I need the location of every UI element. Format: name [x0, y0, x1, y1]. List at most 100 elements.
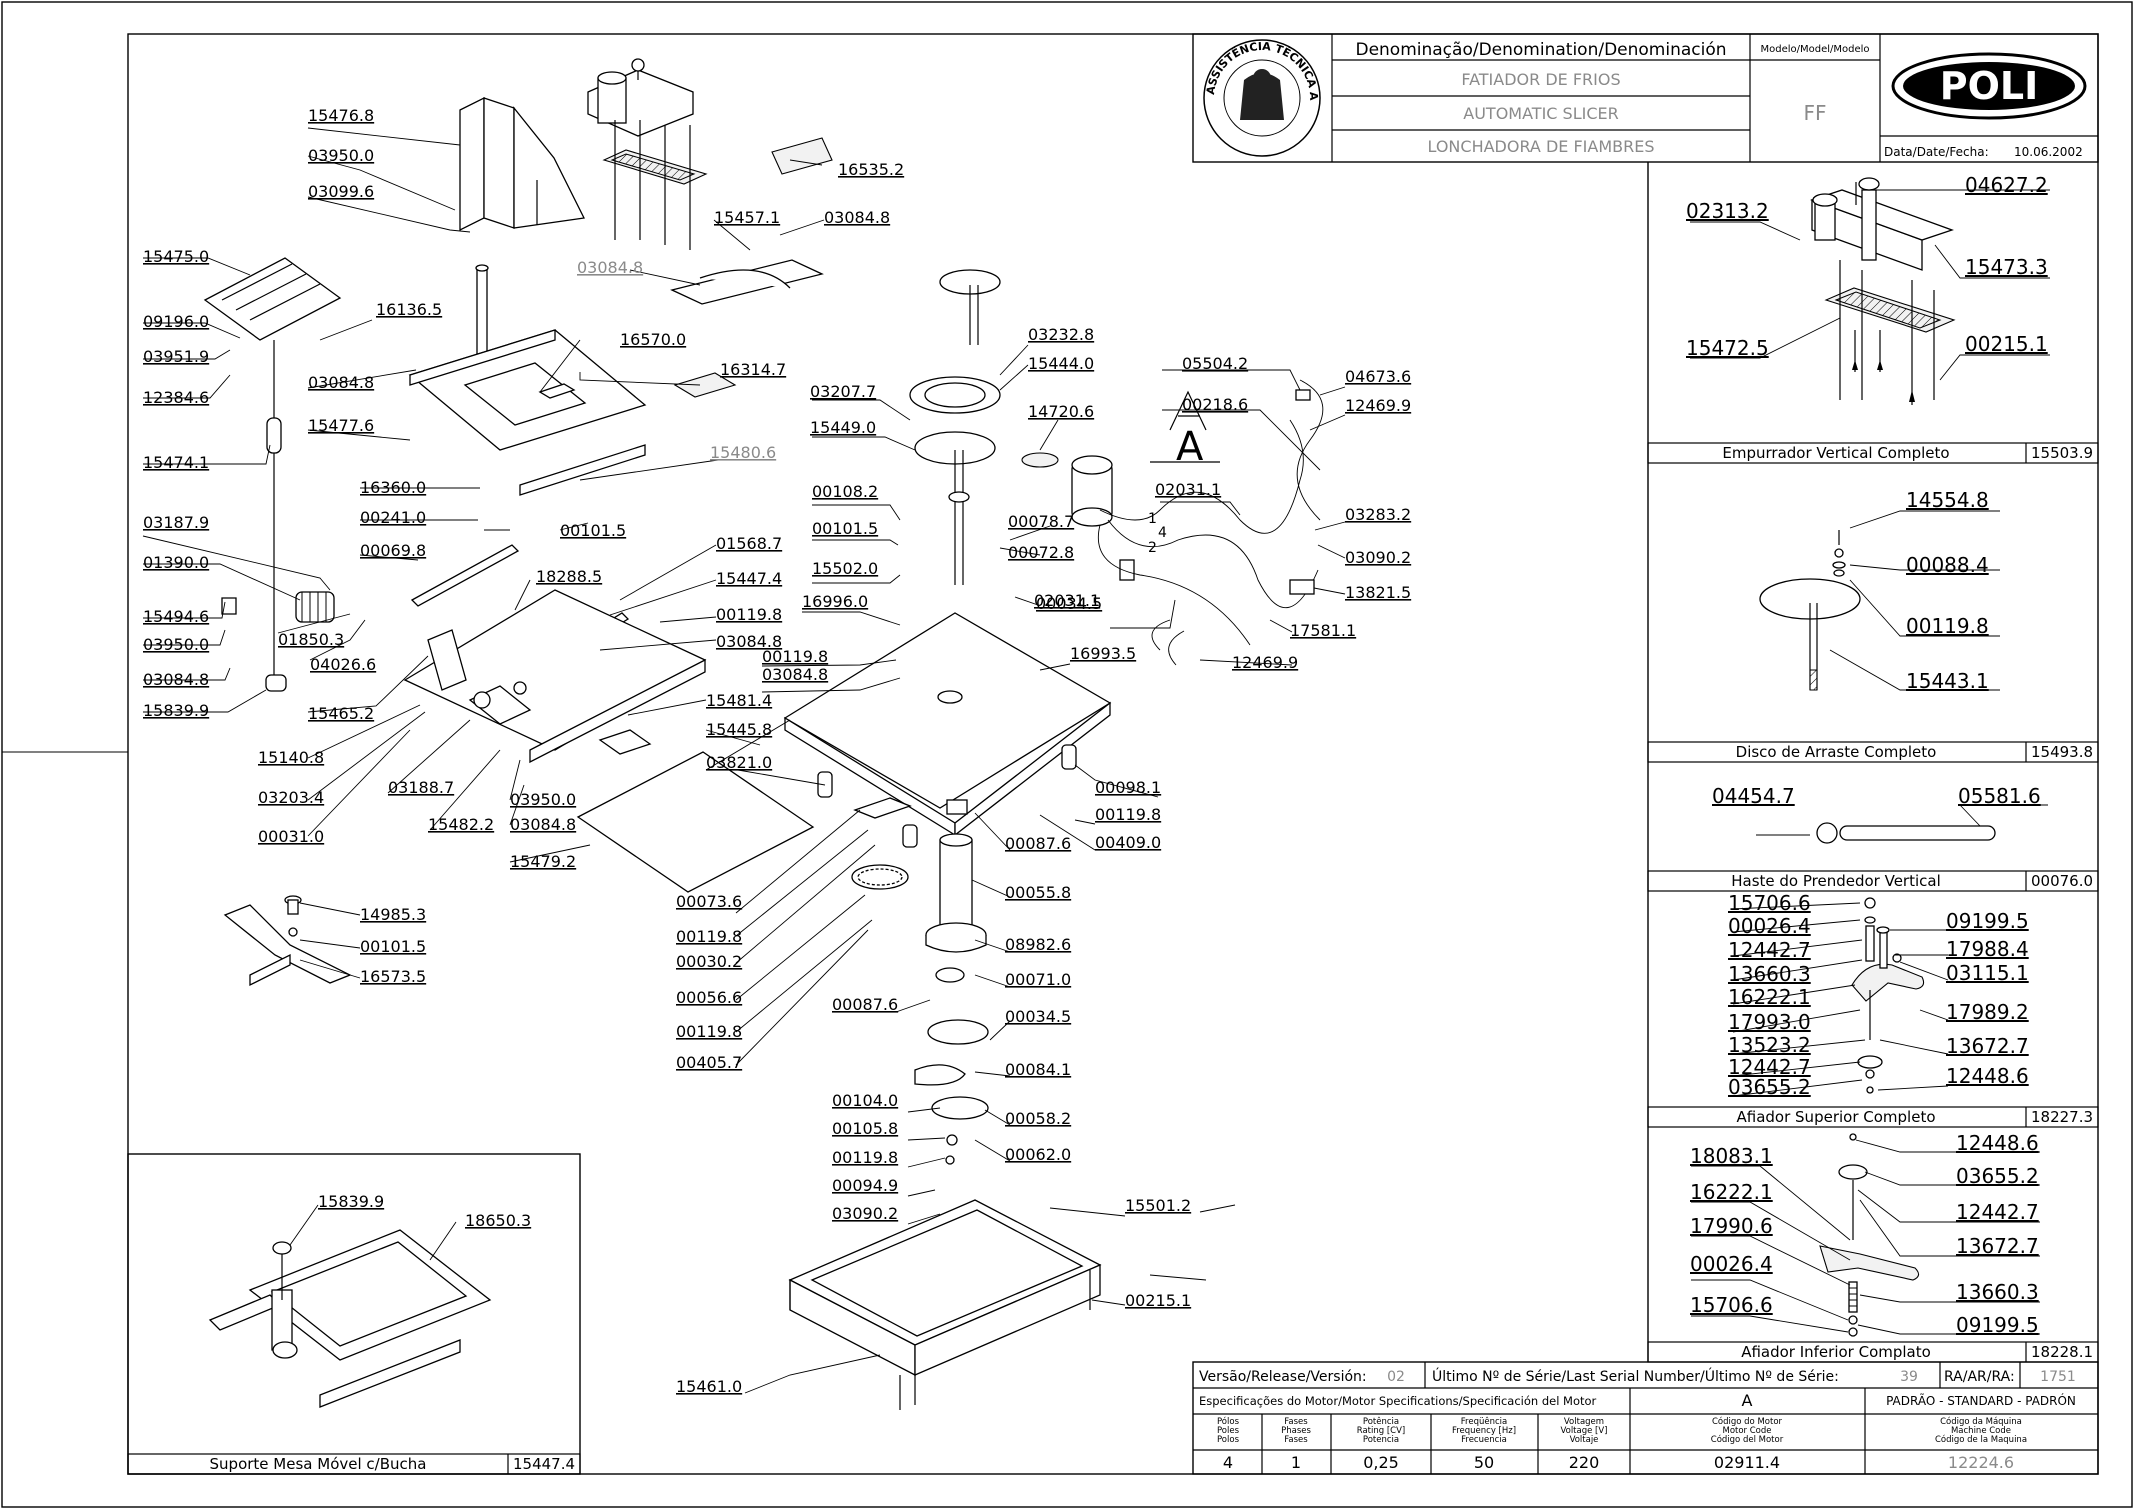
part-label: 00409.0	[1095, 833, 1161, 852]
motor-wire-1: 1	[1148, 511, 1157, 527]
motor-col-head: Fases	[1284, 1435, 1308, 1445]
part-label: 03187.9	[143, 513, 209, 532]
motor-column-heads: PólosPolesPolosFasesPhasesFasesPotênciaR…	[1217, 1416, 2027, 1445]
panel-part-label: 15473.3	[1965, 255, 2048, 279]
part-label: 16314.7	[720, 360, 786, 379]
part-label: 16136.5	[376, 300, 442, 319]
part-label: 15494.6	[143, 607, 209, 626]
part-label: 15474.1	[143, 453, 209, 472]
part-label: 13821.5	[1345, 583, 1411, 602]
motor-spec-label: Especificações do Motor/Motor Specificat…	[1199, 1394, 1597, 1408]
part-label: 15444.0	[1028, 354, 1094, 373]
part-label: 15481.4	[706, 691, 772, 710]
haste-prendedor-drawing	[1816, 822, 1996, 844]
part-label: 15839.9	[143, 701, 209, 720]
sub-code-disco: 15493.8	[2031, 743, 2093, 761]
motor-col-head: Fases	[1284, 1417, 1308, 1427]
panel-part-label: 03115.1	[1946, 961, 2029, 985]
panel-part-label: 13523.2	[1728, 1033, 1811, 1057]
version-label: Versão/Release/Versión:	[1199, 1369, 1367, 1385]
part-label: 00104.0	[832, 1091, 898, 1110]
part-label: 00069.8	[360, 541, 426, 560]
panel-part-label: 13672.7	[1946, 1034, 2029, 1058]
part-label: 01850.3	[278, 630, 344, 649]
motor-col-head: Polos	[1217, 1435, 1240, 1445]
part-label: 03084.8	[762, 665, 828, 684]
part-label: 00034.5	[1036, 594, 1102, 613]
motor-code-letter: A	[1742, 1391, 1753, 1410]
part-label: 18288.5	[536, 567, 602, 586]
part-label: 16360.0	[360, 478, 426, 497]
sub-title-afiador-inf: Afiador Inferior Complato	[1741, 1343, 1931, 1361]
part-label: 16993.5	[1070, 644, 1136, 663]
panel-part-label: 04627.2	[1965, 173, 2048, 197]
panel-part-label: 00215.1	[1965, 332, 2048, 356]
part-label: 15502.0	[812, 559, 878, 578]
part-label: 09196.0	[143, 312, 209, 331]
part-label: 00119.8	[676, 1022, 742, 1041]
panel-part-label: 15443.1	[1906, 669, 1989, 693]
panel-part-label: 12442.7	[1956, 1200, 2039, 1224]
panel-part-label: 12442.7	[1728, 1055, 1811, 1079]
machine-name-es: LONCHADORA DE FIAMBRES	[1427, 137, 1654, 156]
part-label: 15477.6	[308, 416, 374, 435]
part-label: 03188.7	[388, 778, 454, 797]
panel-part-label: 17990.6	[1690, 1214, 1773, 1238]
title-block: ASSISTÊNCIA TÉCNICA AUTORIZADA Denominaç…	[0, 0, 2099, 163]
part-label: 03090.2	[1345, 548, 1411, 567]
suporte-frame-drawing	[208, 1229, 492, 1408]
part-label: 00087.6	[832, 995, 898, 1014]
part-label: 03232.8	[1028, 325, 1094, 344]
sub-code-afiador-sup: 18227.3	[2031, 1108, 2093, 1126]
part-label: 00094.9	[832, 1176, 898, 1195]
empurrador-vertical-drawing	[1810, 177, 1956, 405]
panel-part-labels: 02313.2 04627.2 15473.3 15472.5 00215.1 14554…	[318, 173, 2048, 1337]
part-label: 03084.8	[577, 258, 643, 277]
part-label: 00030.2	[676, 952, 742, 971]
panel-part-label: 00119.8	[1906, 614, 1989, 638]
part-label: 14720.6	[1028, 402, 1094, 421]
part-label: 00101.5	[812, 519, 878, 538]
part-label: 03084.8	[824, 208, 890, 227]
sub-code-empurrador: 15503.9	[2031, 444, 2093, 462]
part-label: 05504.2	[1182, 354, 1248, 373]
part-label: 00105.8	[832, 1119, 898, 1138]
part-label: 03084.8	[716, 632, 782, 651]
sub-code-suporte: 15447.4	[513, 1455, 575, 1473]
panel-part-label: 14554.8	[1906, 488, 1989, 512]
part-label: 03090.2	[832, 1204, 898, 1223]
part-label: 03821.0	[706, 753, 772, 772]
part-label: 12469.9	[1232, 653, 1298, 672]
panel-part-label: 16222.1	[1728, 985, 1811, 1009]
motor-col-head: Código del Motor	[1711, 1434, 1784, 1445]
motor-col-value: 4	[1223, 1453, 1233, 1472]
part-label: 03084.8	[143, 670, 209, 689]
main-part-labels: 15476.803950.003099.615475.009196.003951…	[143, 106, 1411, 1396]
part-label: 03950.0	[143, 635, 209, 654]
panel-part-label: 15706.6	[1728, 891, 1811, 915]
part-label: 00034.5	[1005, 1007, 1071, 1026]
panel-part-label: 15706.6	[1690, 1293, 1773, 1317]
part-label: 00218.6	[1182, 395, 1248, 414]
machine-name-pt: FATIADOR DE FRIOS	[1461, 70, 1620, 89]
part-label: 03950.0	[308, 146, 374, 165]
part-label: 00071.0	[1005, 970, 1071, 989]
panel-part-label: 00088.4	[1906, 553, 1989, 577]
brand-name: POLI	[1940, 64, 2039, 108]
part-label: 16570.0	[620, 330, 686, 349]
motor-col-head: Frecuencia	[1461, 1435, 1507, 1445]
panel-part-label: 17988.4	[1946, 937, 2029, 961]
part-label: 00055.8	[1005, 883, 1071, 902]
part-label: 00078.7	[1008, 512, 1074, 531]
panel-part-label: 18083.1	[1690, 1144, 1773, 1168]
panel-part-label: 00026.4	[1690, 1252, 1773, 1276]
panel-part-label: 02313.2	[1686, 199, 1769, 223]
part-label: 03084.8	[510, 815, 576, 834]
panel-part-label: 15472.5	[1686, 336, 1769, 360]
part-label: 15476.8	[308, 106, 374, 125]
afiador-inferior-drawing	[1819, 1133, 1920, 1337]
part-label: 15501.2	[1125, 1196, 1191, 1215]
authorized-service-badge: ASSISTÊNCIA TÉCNICA AUTORIZADA	[0, 0, 1321, 157]
sub-title-haste: Haste do Prendedor Vertical	[1731, 872, 1941, 890]
